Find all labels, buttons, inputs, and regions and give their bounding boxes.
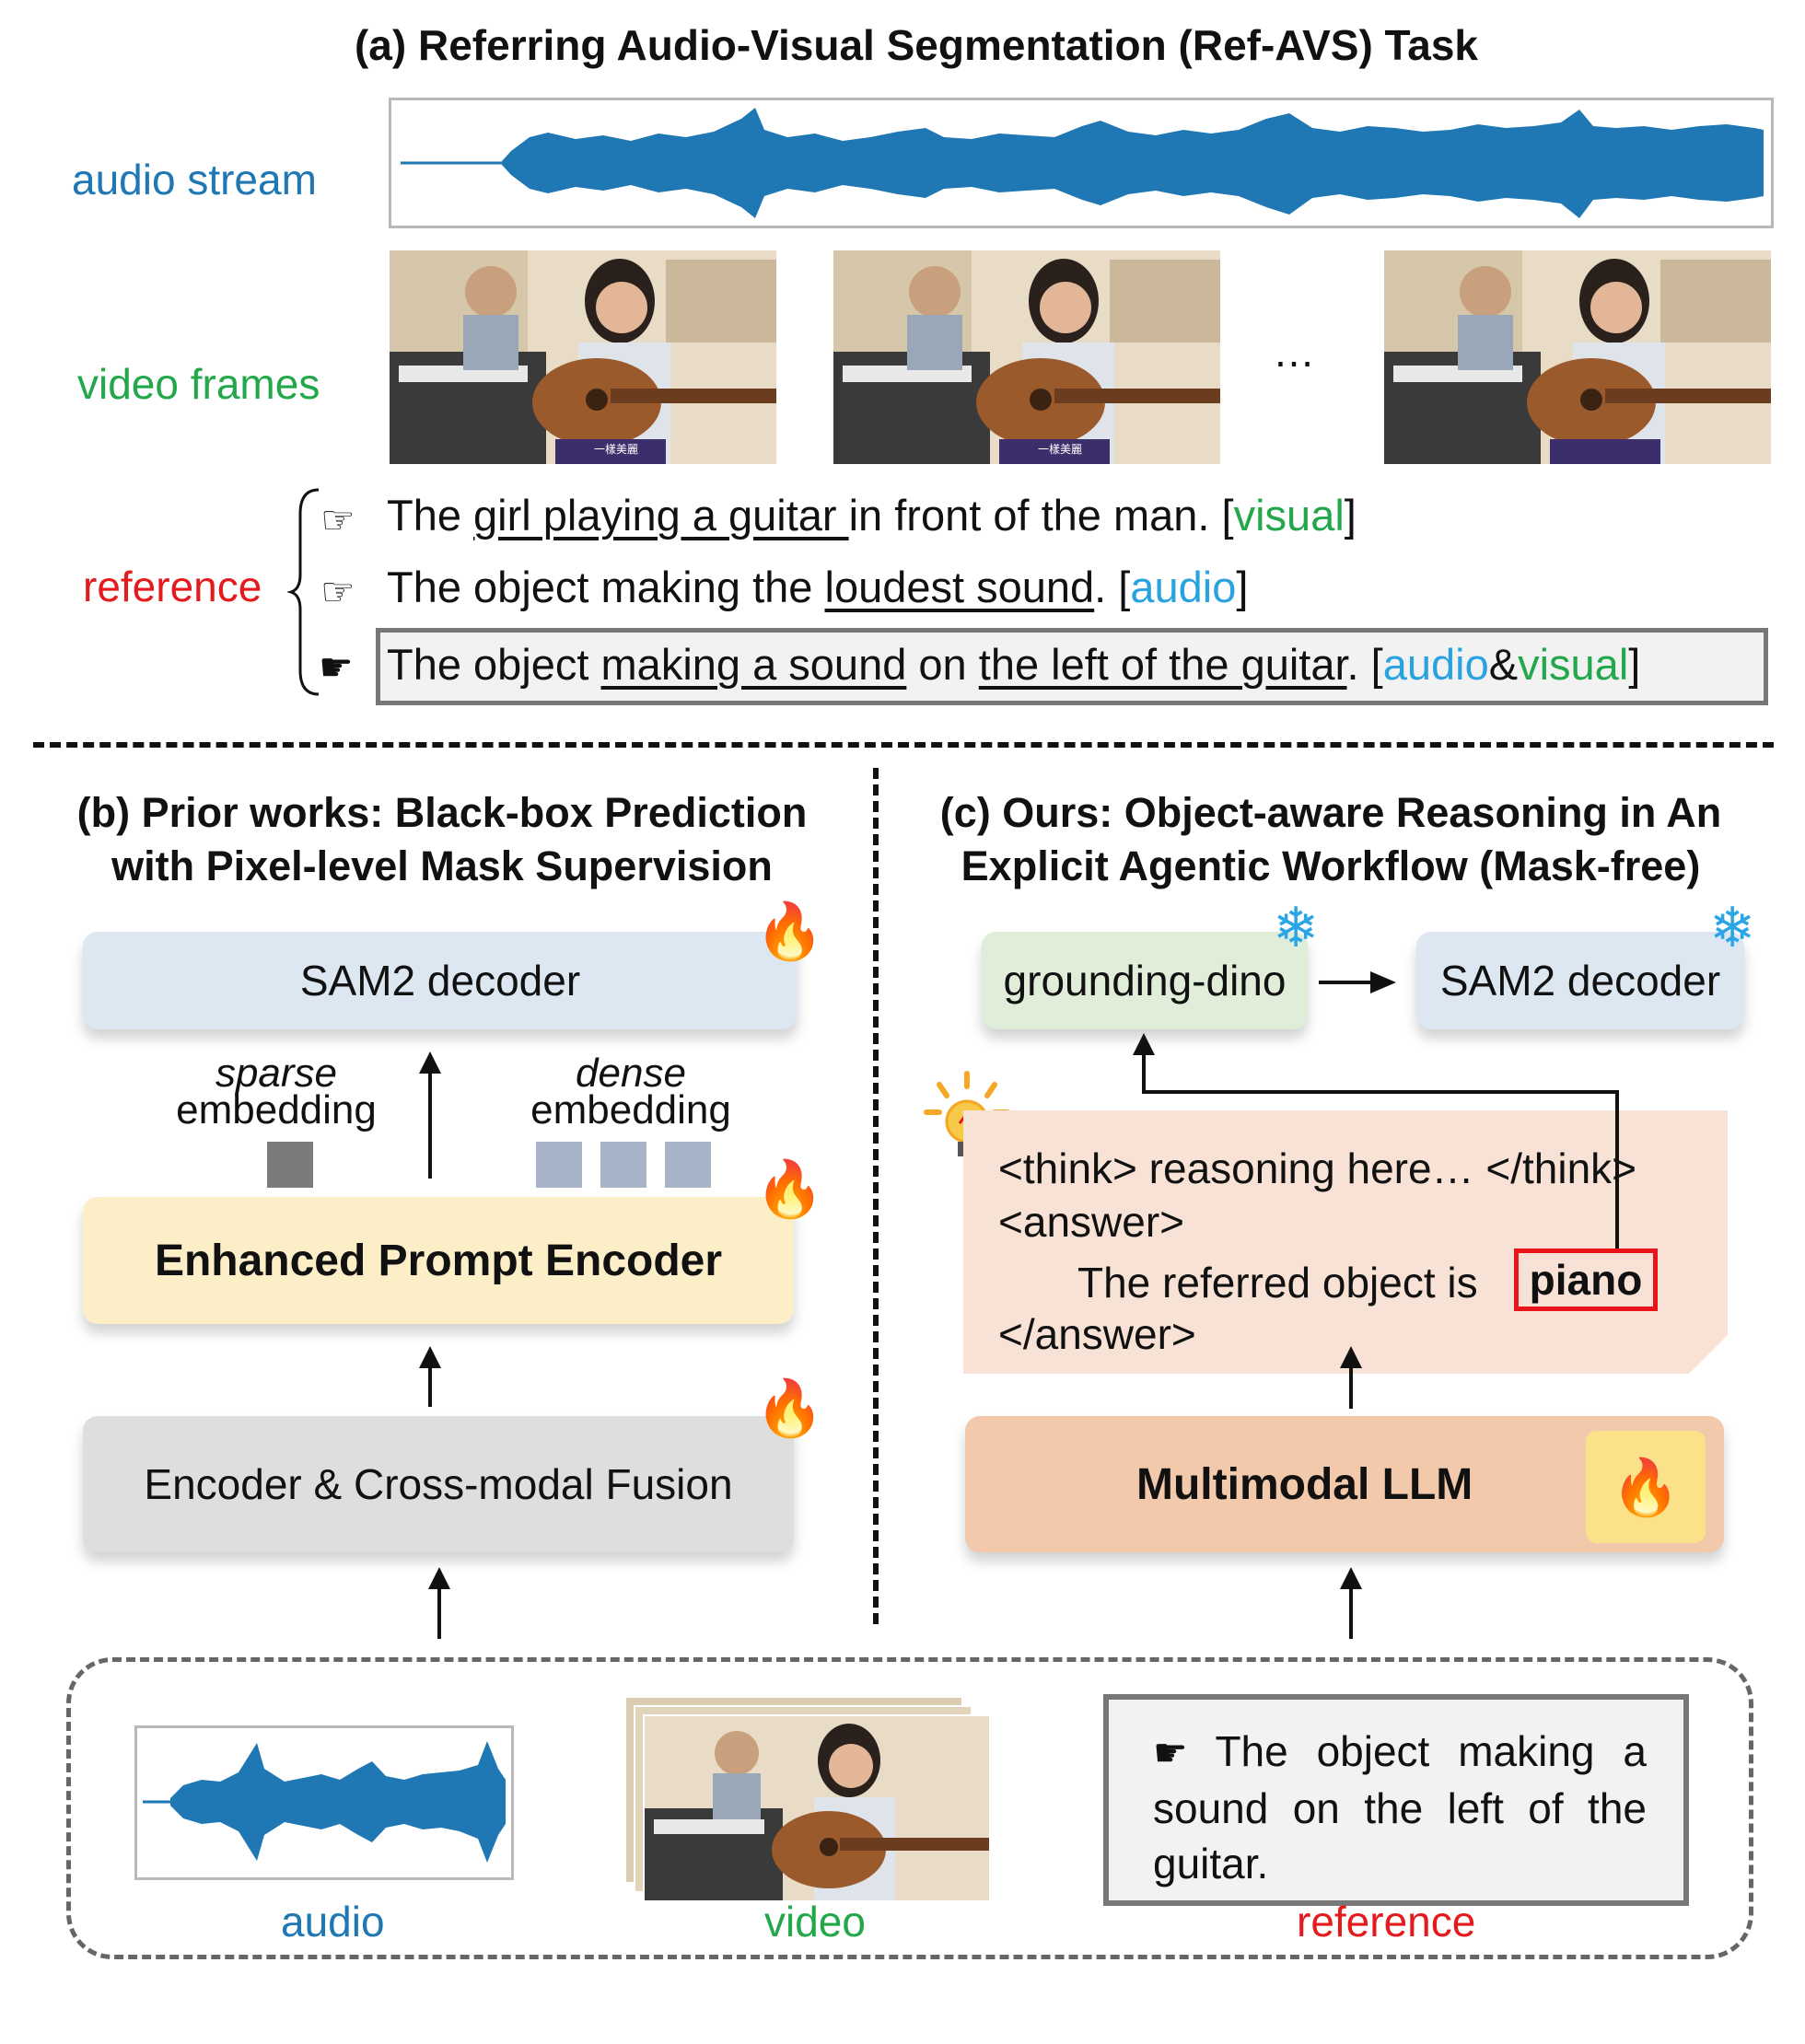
sam2-decoder-box-b: SAM2 decoder: [83, 932, 798, 1029]
arrow-up-icon: [1340, 1346, 1362, 1409]
section-b-title: (b) Prior works: Black-box Prediction wi…: [76, 789, 808, 889]
input-audio-waveform: [134, 1725, 514, 1880]
reference-audio-visual-box: [376, 628, 1768, 705]
prompt-encoder-box: Enhanced Prompt Encoder: [83, 1197, 794, 1324]
arrow-up-icon: [428, 1567, 450, 1639]
input-video-label: video: [764, 1898, 866, 1945]
frames-ellipsis: …: [1273, 328, 1315, 376]
vertical-divider: [873, 768, 879, 1624]
video-frame-1: 一樣美麗: [390, 250, 776, 464]
inputs-container: [66, 1657, 1753, 1959]
snowflake-icon: ❄: [1273, 897, 1320, 958]
reference-label: reference: [83, 563, 262, 610]
input-audio-label: audio: [281, 1898, 385, 1945]
video-frame-3: [1384, 250, 1771, 464]
frame-caption: 一樣美麗: [1038, 442, 1082, 456]
input-reference-box: [1103, 1694, 1689, 1906]
fusion-box: Encoder & Cross-modal Fusion: [83, 1416, 794, 1552]
grounding-dino-box: grounding-dino: [982, 932, 1308, 1029]
think-tag-line: <think> reasoning here… </think>: [998, 1144, 1637, 1192]
section-a-title: (a) Referring Audio-Visual Segmentation …: [354, 21, 1478, 69]
arrow-up-icon: [419, 1346, 441, 1407]
fire-icon: 🔥: [1586, 1431, 1706, 1543]
section-c-title: (c) Ours: Object-aware Reasoning in An E…: [939, 789, 1722, 889]
reference-audio: The object making the loudest sound. [au…: [387, 563, 1249, 611]
sam2-decoder-box-c: SAM2 decoder: [1416, 932, 1744, 1029]
pointing-hand-icon: ☞: [320, 498, 355, 541]
dense-embedding-token: [600, 1142, 646, 1188]
snowflake-icon: ❄: [1709, 897, 1756, 958]
answer-open-tag: <answer>: [998, 1198, 1185, 1246]
arrow-up-icon: [1340, 1567, 1362, 1639]
fire-icon: 🔥: [755, 900, 824, 962]
input-reference-label: reference: [1297, 1898, 1476, 1945]
sparse-embedding-label: sparse embedding: [176, 1051, 377, 1132]
video-frames-label: video frames: [77, 360, 320, 408]
dense-embedding-label: dense embedding: [530, 1051, 731, 1132]
fire-icon: 🔥: [755, 1158, 824, 1220]
horizontal-divider: [33, 742, 1774, 748]
arrow-up-icon: [419, 1051, 441, 1179]
fire-icon: 🔥: [755, 1377, 824, 1439]
input-reference-text: ☛ The object making a sound on the left …: [1153, 1727, 1647, 1887]
reference-brace: [287, 488, 320, 696]
answer-text: The referred object is: [1077, 1259, 1478, 1307]
reference-audio-visual: The object making a sound on the left of…: [387, 640, 1641, 689]
feedback-arrow: [1133, 1033, 1619, 1248]
pointing-hand-icon: ☛: [1153, 1731, 1216, 1774]
input-video-frame-front: [643, 1714, 991, 1902]
video-frame-2: 一樣美麗: [833, 250, 1220, 464]
pointing-hand-icon: ☛: [319, 645, 354, 689]
arrow-right-icon: [1319, 971, 1396, 993]
dense-embedding-token: [665, 1142, 711, 1188]
audio-stream-label: audio stream: [72, 156, 317, 203]
reference-visual: The girl playing a guitar in front of th…: [387, 491, 1357, 540]
frame-caption: 一樣美麗: [594, 442, 638, 456]
sparse-embedding-token: [267, 1142, 313, 1188]
audio-stream-waveform: [389, 98, 1774, 228]
answer-value-piano: piano: [1514, 1248, 1658, 1311]
pointing-hand-icon: ☞: [320, 570, 355, 613]
dense-embedding-token: [536, 1142, 582, 1188]
answer-close-tag: </answer>: [998, 1310, 1196, 1358]
waveform-graphic: [401, 108, 1764, 218]
